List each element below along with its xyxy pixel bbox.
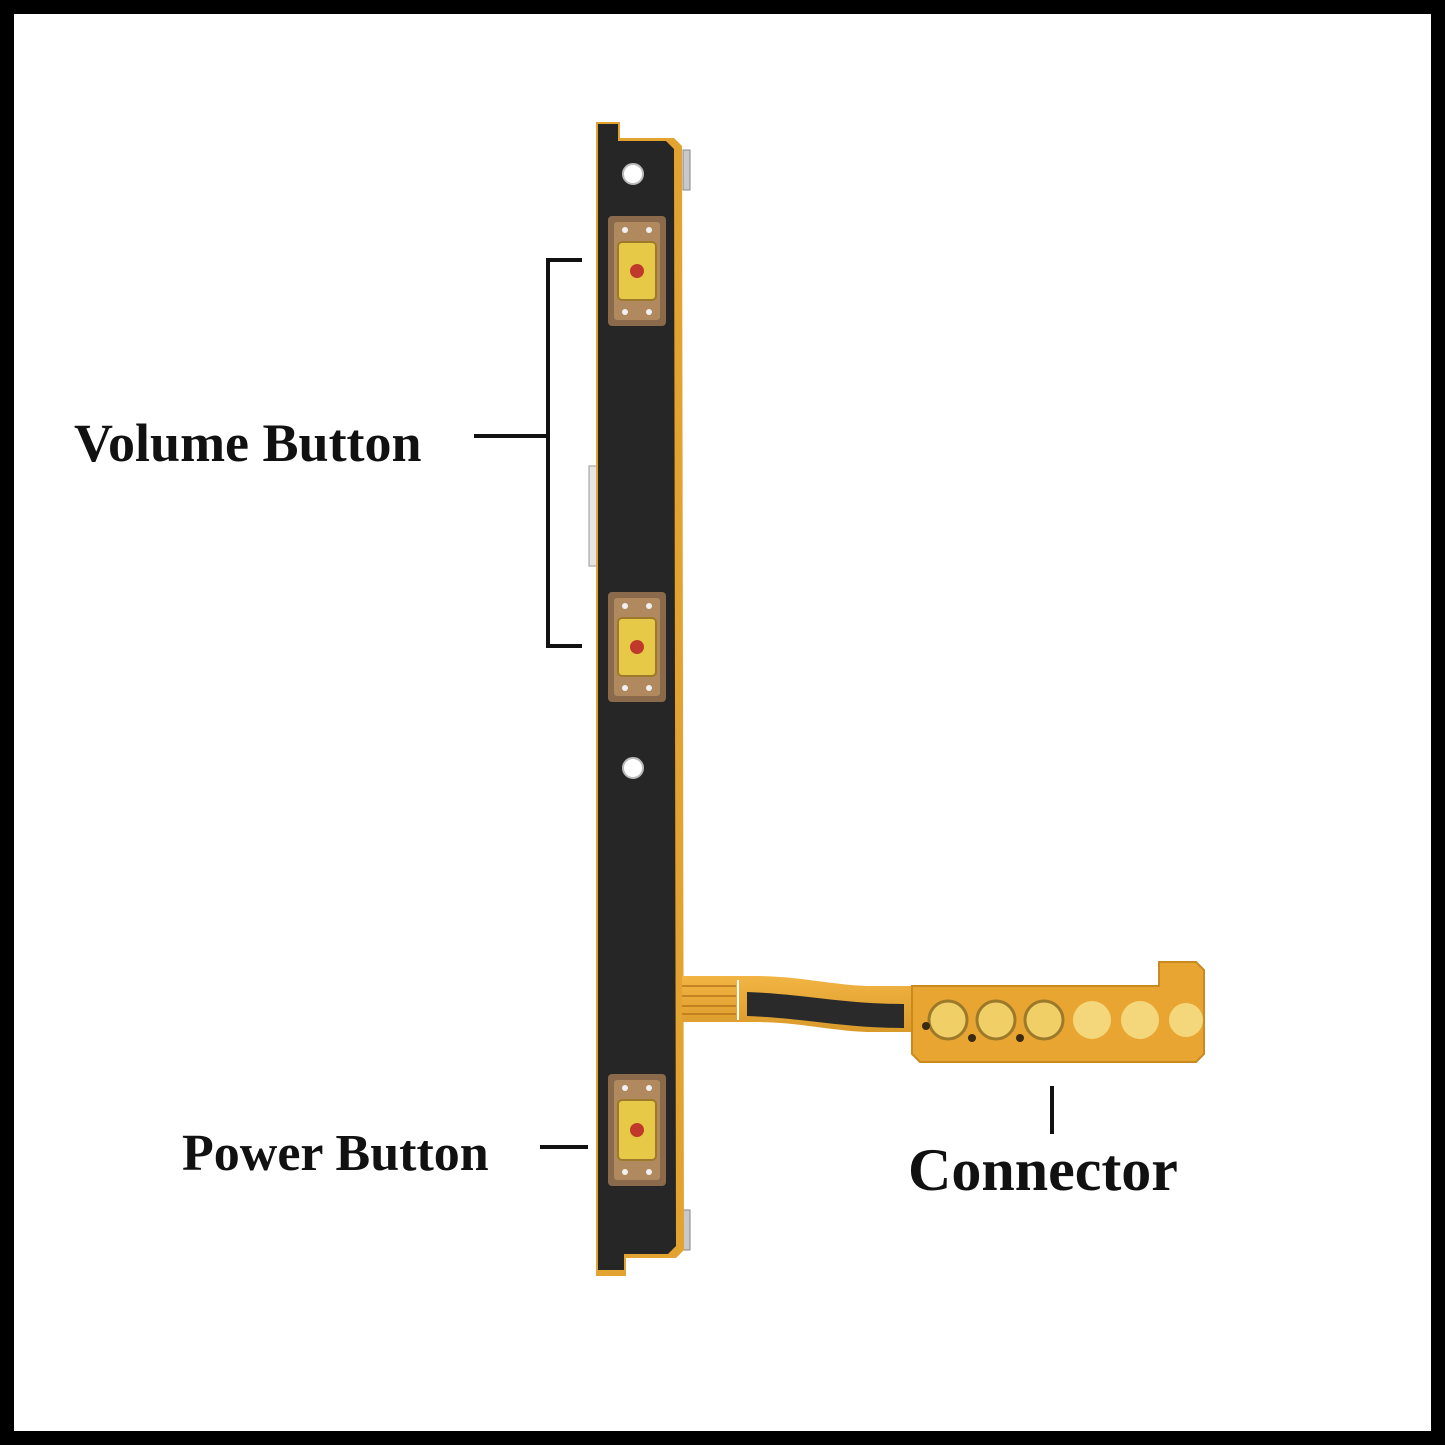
contact-pad xyxy=(927,999,969,1041)
contact-pad xyxy=(1023,999,1065,1041)
volume-down-switch xyxy=(608,592,666,702)
mounting-hole-middle xyxy=(622,757,644,779)
connector-label: Connector xyxy=(908,1137,1178,1203)
flex-cable-illustration xyxy=(474,122,1205,1276)
power-switch xyxy=(608,1074,666,1186)
volume-button-label: Volume Button xyxy=(74,413,422,473)
volume-up-switch xyxy=(608,216,666,326)
foam-pad xyxy=(747,992,904,1028)
contact-pad xyxy=(975,999,1017,1041)
metal-clip-top xyxy=(682,149,691,191)
connector-contacts xyxy=(922,999,1203,1042)
contact-pad xyxy=(1073,1001,1111,1039)
volume-bracket xyxy=(474,258,582,648)
mounting-hole-top xyxy=(622,163,644,185)
power-button-label: Power Button xyxy=(182,1125,489,1182)
ribbon-traces xyxy=(682,985,736,1015)
contact-pad xyxy=(1121,1001,1159,1039)
contact-pad xyxy=(1169,1003,1203,1037)
diagram-frame: Volume Button Power Button Connector xyxy=(14,14,1431,1431)
metal-clip-bottom xyxy=(682,1209,691,1251)
